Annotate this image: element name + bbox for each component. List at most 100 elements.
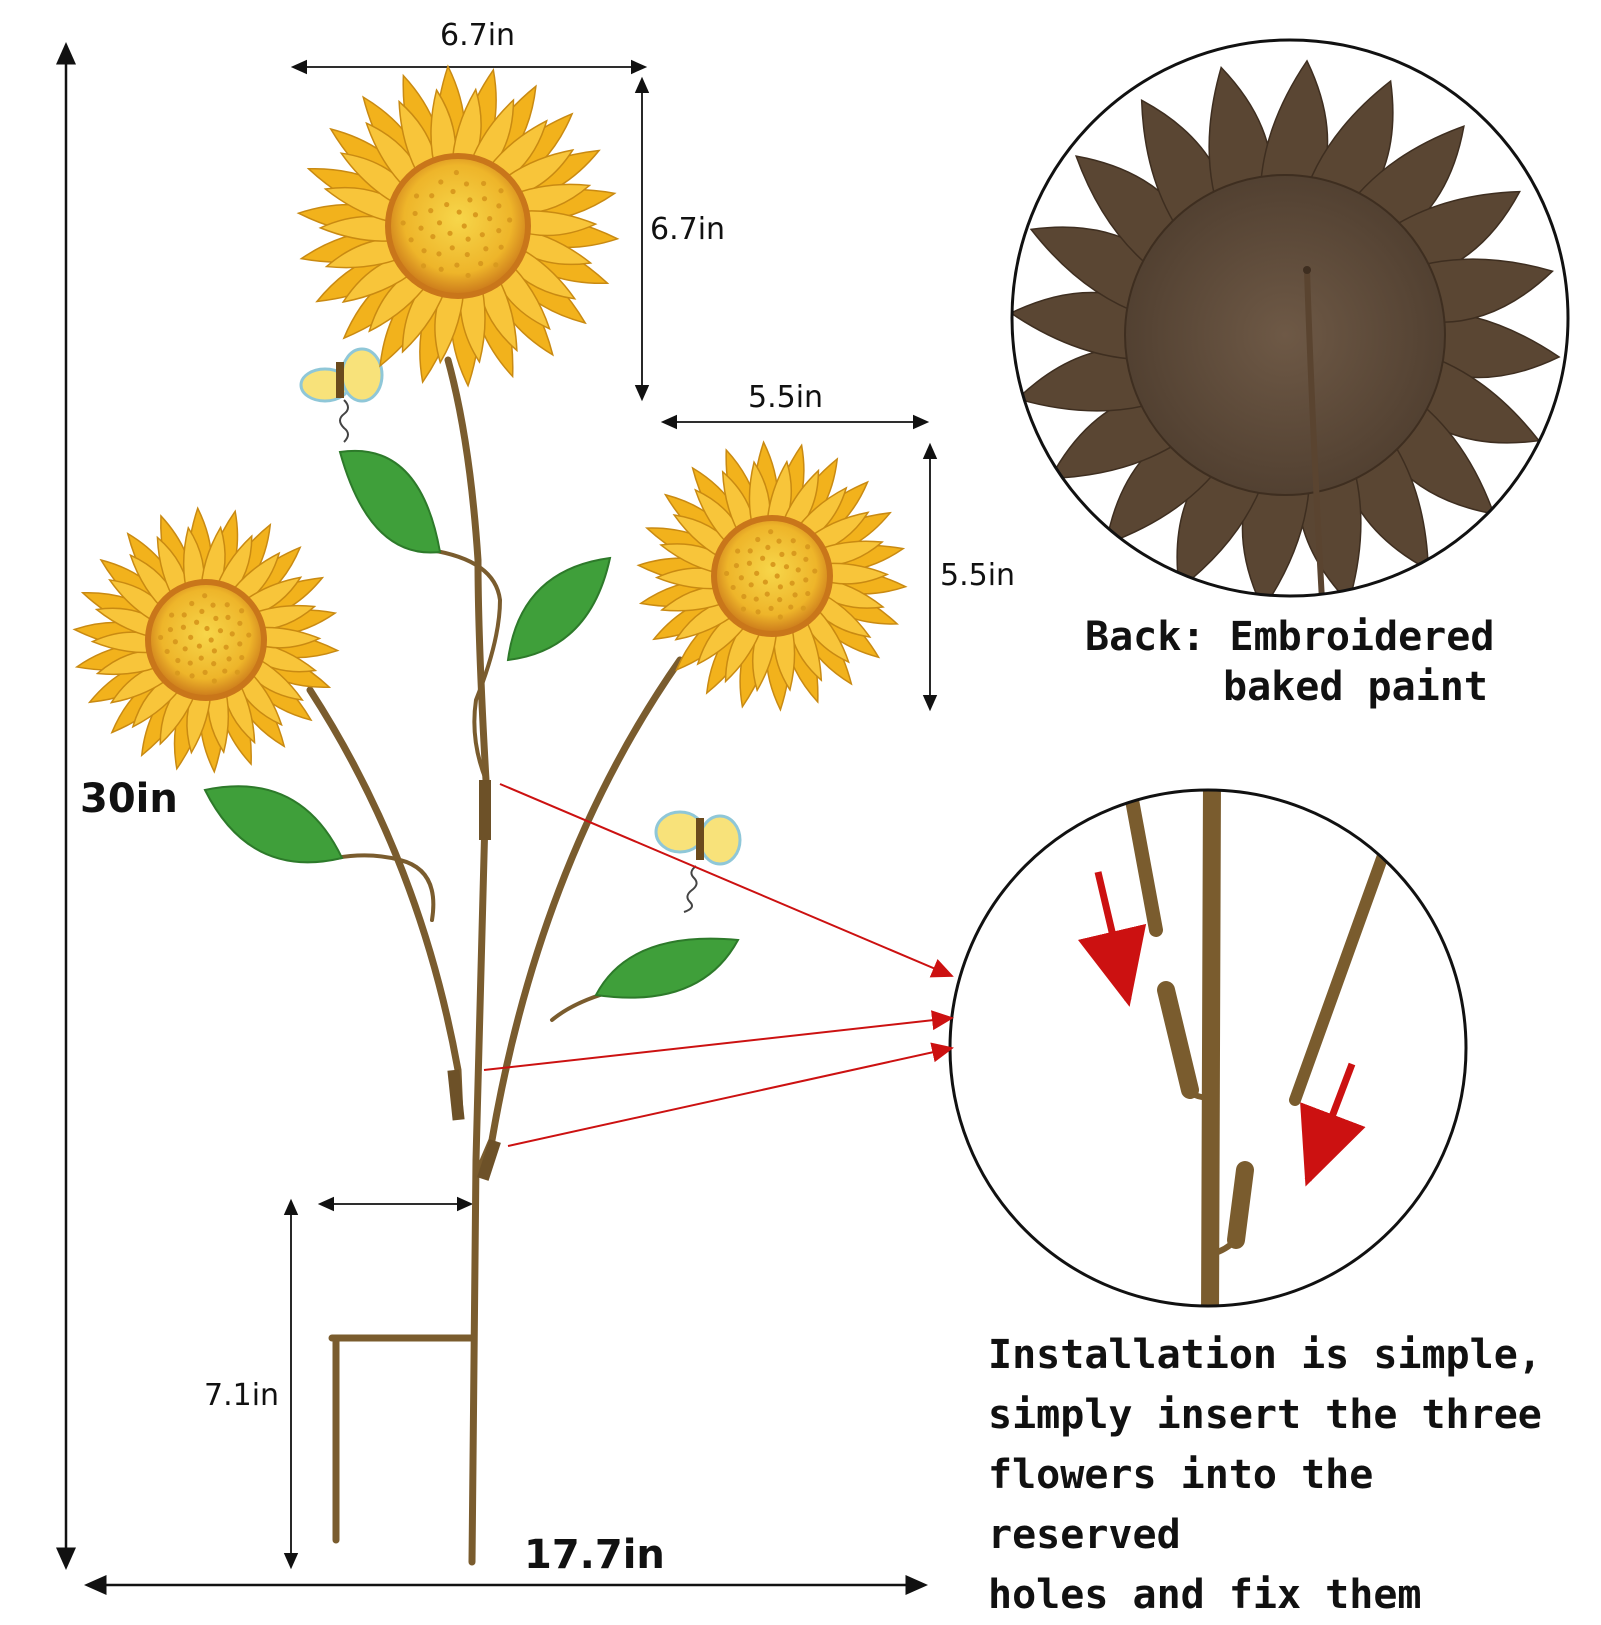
seed-dot [464, 251, 470, 258]
back-caption-line2: baked paint [1223, 664, 1488, 710]
seed-dot [467, 197, 473, 203]
back-caption-line1: Back: Embroidered [1085, 614, 1495, 660]
flower-center [385, 153, 531, 299]
seed-dot [188, 634, 194, 640]
install-caption-line1: Installation is simple, [988, 1332, 1542, 1378]
seed-dot [164, 648, 170, 655]
seed-dot [169, 612, 175, 618]
seed-dot [180, 624, 187, 630]
leaf-upper-right [506, 556, 612, 662]
seed-dot [481, 196, 488, 202]
seed-dot [487, 216, 493, 222]
seed-dot [438, 179, 444, 185]
seed-dot [789, 580, 795, 586]
seed-dot [800, 605, 806, 611]
seed-dot [211, 648, 217, 654]
seed-dot [768, 605, 774, 611]
seed-dot [507, 217, 513, 223]
install-caption-line2: simply insert the three [988, 1392, 1542, 1438]
top-flower-width-label: 6.7in [440, 18, 516, 53]
seed-dot [803, 556, 809, 562]
total-width-label: 17.7in [524, 1532, 665, 1578]
seed-dot [456, 209, 462, 215]
seed-dot [181, 612, 187, 618]
seed-dot [747, 548, 753, 554]
butterfly-upper [299, 347, 384, 443]
seed-dot [225, 614, 231, 620]
joint-right [477, 1139, 501, 1181]
seed-dot [418, 225, 424, 231]
back-view-inset [1010, 38, 1570, 598]
seed-dot [239, 608, 245, 614]
seed-dot [465, 236, 471, 242]
seed-dot [498, 188, 504, 194]
seed-dot [481, 180, 487, 187]
seed-dot [174, 670, 181, 676]
back-caption: Back: Embroidered baked paint [1085, 612, 1494, 712]
callout-lines [483, 783, 954, 1147]
seed-dot [783, 564, 790, 570]
seed-dot [447, 230, 453, 236]
left-stem [306, 686, 464, 1120]
seed-dot [774, 573, 780, 579]
right-flower-height-label: 5.5in [940, 558, 1016, 593]
sunflower-back [1012, 59, 1561, 596]
seed-dot [429, 193, 435, 199]
seed-dot [226, 656, 232, 662]
seed-dot [753, 596, 759, 602]
seed-dot [472, 212, 479, 218]
seed-dot [237, 641, 243, 647]
seed-dot [450, 188, 456, 195]
seed-dot [735, 548, 741, 554]
seed-dot [777, 584, 783, 590]
seed-dot [436, 251, 442, 257]
leaf-lower-right [594, 937, 740, 999]
leaf-tendril-top [428, 548, 503, 782]
joint-left [447, 1069, 465, 1121]
leaf-tendril-left [334, 853, 436, 922]
seed-dot [754, 570, 760, 576]
seed-dot [211, 678, 217, 684]
stake-height-label: 7.1in [204, 1378, 280, 1413]
seed-dot [812, 568, 818, 574]
flower-center [711, 515, 833, 637]
seed-dot [167, 626, 174, 633]
seed-dot [199, 608, 205, 615]
seed-dot [478, 260, 484, 267]
seed-dot [483, 246, 489, 252]
seed-dot [213, 615, 219, 621]
seed-dot [449, 245, 455, 251]
install-caption-line3: flowers into the reserved [988, 1452, 1374, 1558]
seed-dot [764, 591, 770, 597]
seed-dot [408, 237, 414, 243]
seed-dot [237, 620, 243, 626]
seed-dot [733, 562, 740, 569]
stake-crossbar [328, 1334, 476, 1544]
seed-dot [463, 181, 470, 187]
seed-dot [740, 606, 747, 612]
seed-dot [741, 593, 747, 600]
seed-dot [791, 550, 797, 556]
seed-dot [430, 234, 436, 240]
seed-dot [222, 668, 228, 674]
seed-dot [400, 220, 406, 226]
leaf-tendril-right [550, 993, 602, 1022]
leaf-lower-left [203, 785, 344, 864]
seed-dot [239, 654, 245, 661]
seed-dot [210, 602, 216, 608]
seed-dot [224, 602, 230, 608]
seed-dot [776, 538, 782, 544]
seed-dot [723, 570, 730, 577]
install-arrows [1077, 871, 1366, 1187]
seed-dot [805, 544, 811, 550]
petal [511, 210, 598, 237]
install-caption-line4: holes and fix them [988, 1572, 1422, 1618]
seed-dot [189, 600, 195, 607]
seed-dot [182, 646, 188, 652]
seed-dot [438, 266, 444, 272]
right-flower-width-label: 5.5in [748, 380, 824, 415]
butterfly-lower [654, 810, 742, 913]
seed-dot [805, 590, 811, 597]
seed-dot [211, 661, 217, 667]
